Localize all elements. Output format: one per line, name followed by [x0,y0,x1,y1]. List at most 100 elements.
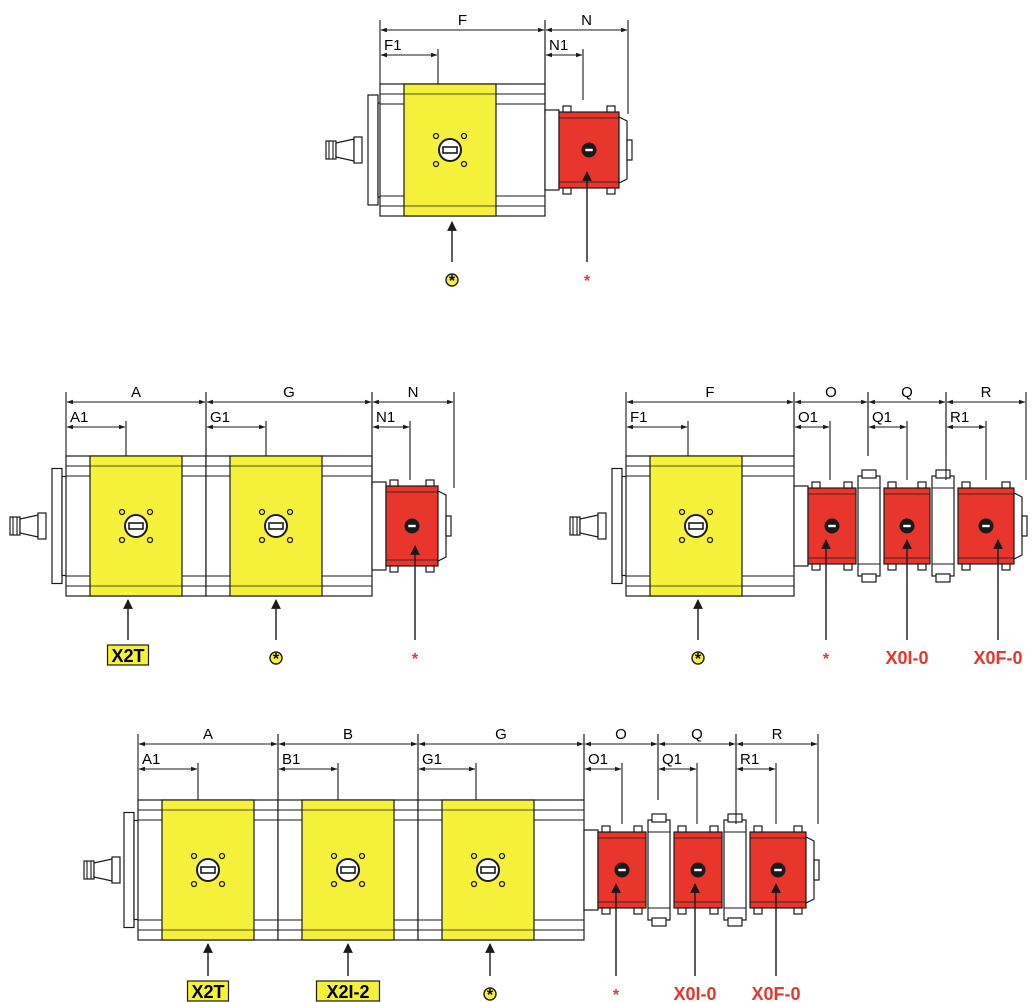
callout-x0i-0: X0I-0 [885,539,929,668]
bolt-hole [498,852,506,860]
dim-label: N1 [376,409,395,426]
bolt-hole [146,536,154,544]
spacer-tab [651,813,667,823]
spacer-outer [857,475,881,577]
spacer-tab [727,813,743,823]
label-highlight [445,273,459,287]
bolt-head [811,481,821,489]
label-highlight [483,987,497,1001]
label-highlight [106,644,150,666]
dim-label: O [615,726,627,743]
bolt-head [606,105,616,113]
label-asterisk: * [695,651,702,668]
end-cap-nut [626,139,633,161]
label-asterisk: * [613,987,620,1002]
bolt-head [917,563,927,571]
dim-label: G1 [422,751,442,768]
callout-x0i-0: X0I-0 [673,883,717,1002]
gear-section-yellow [403,83,497,217]
bolt-hole [118,536,126,544]
flange-plate [123,811,135,929]
bolt-hole [258,536,266,544]
model-code-label: X0F-0 [751,984,800,1002]
end-cap [805,836,820,904]
gear-section-red [558,105,620,195]
gear-section-red [807,481,857,571]
port-bolt-icon [690,862,706,878]
gear-section-yellow [89,455,183,597]
dimension-r1: R1 [736,751,777,824]
label-asterisk: * [412,651,419,668]
port-slot [773,868,783,872]
bolt-hole [678,508,686,516]
label-highlight [315,980,381,1002]
dimension-a1: A1 [66,409,127,456]
bolt-hole [190,880,198,888]
callout-x0f-0: X0F-0 [751,883,801,1002]
dim-label: R1 [950,409,969,426]
flange-plate [611,467,623,585]
dim-label: Q [901,384,913,401]
gear-section-yellow [441,799,535,941]
shaft-taper [19,514,39,538]
model-code-label: X0F-0 [973,648,1022,668]
bolt-head [633,825,643,833]
model-code-label: X2T [191,982,224,1002]
shaft-coupling-icon [325,136,363,164]
label-highlight [691,651,705,665]
model-code-label: X2I-2 [326,982,369,1002]
bolt-hole [432,132,440,140]
spacer-tab [861,469,877,479]
bolt-hole [470,880,478,888]
bolt-head [601,825,611,833]
dim-label: F1 [630,409,648,426]
bolt-head [425,479,435,487]
bolt-hole [118,508,126,516]
callout-yellow: * [483,943,497,1002]
dim-label: N [581,12,592,29]
shaft-coupling-icon [9,512,47,540]
bolt-hole [330,880,338,888]
port-slot [128,522,144,530]
dim-label: O1 [588,751,608,768]
port-bolt-icon [824,518,840,534]
spacer-outer [647,819,671,921]
dimension-f1: F1 [626,409,689,456]
gear-section-yellow [301,799,395,941]
dim-label: R [981,384,992,401]
spacer-tab [861,573,877,583]
port-slot [480,866,496,874]
shaft-nut [9,516,21,536]
shaft-coupling-icon [83,856,121,884]
end-cap [618,116,633,184]
end-cap-nut [445,515,452,537]
mounting-flange [51,467,68,585]
port-bolt-icon [978,518,994,534]
bolt-hole [498,880,506,888]
bolt-hole [358,880,366,888]
port-bolt-icon [336,858,360,882]
flange-plate [367,94,379,206]
dimension-r1: R1 [946,409,987,480]
callout-yellow: * [691,599,705,668]
end-cap-nut [813,859,820,881]
bolt-hole [358,852,366,860]
bolt-hole [190,852,198,860]
port-bolt-icon [770,862,786,878]
shaft-collar [111,856,121,884]
port-slot [268,522,284,530]
dim-label: Q [691,726,703,743]
dim-label: A [131,384,141,401]
label-asterisk: * [273,651,280,668]
bolt-hole [460,132,468,140]
model-code-label: X0I-0 [673,984,716,1002]
dim-label: B [343,726,353,743]
bolt-head [709,825,719,833]
bolt-head [793,825,803,833]
bolt-head [961,563,971,571]
end-cap-body [437,490,447,562]
shaft-collar [37,512,47,540]
